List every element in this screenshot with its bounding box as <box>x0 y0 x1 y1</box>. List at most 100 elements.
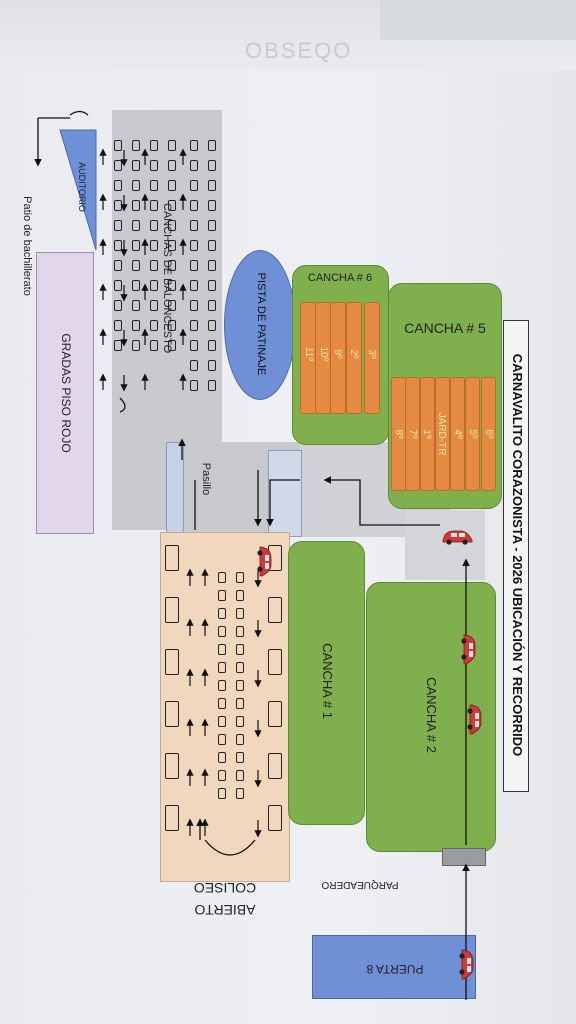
label-canchas-baloncesto: CANCHAS DE BALONCESTO <box>161 203 173 354</box>
seat <box>236 590 244 601</box>
seat <box>132 160 140 171</box>
seat <box>190 240 198 251</box>
seat <box>150 160 158 171</box>
seat <box>236 770 244 781</box>
seat <box>114 220 122 231</box>
parking-slot <box>165 805 179 831</box>
seat <box>236 698 244 709</box>
row-strip <box>465 377 480 491</box>
parking-slot <box>165 545 179 571</box>
car-icon <box>440 528 474 546</box>
seat <box>218 644 226 655</box>
car-icon <box>460 632 478 666</box>
seat <box>190 300 198 311</box>
seat <box>208 360 216 371</box>
seat <box>168 200 176 211</box>
seat <box>168 240 176 251</box>
row-label: 6º <box>483 429 494 439</box>
seat <box>114 300 122 311</box>
seat <box>132 260 140 271</box>
seat <box>114 280 122 291</box>
row-label: 5º <box>467 429 478 439</box>
row-strip <box>435 377 450 491</box>
seat <box>168 160 176 171</box>
car-icon <box>256 544 274 578</box>
label-puerta-8: PUERTA 8 <box>366 962 424 976</box>
seat <box>218 572 226 583</box>
row-label: 4º <box>452 429 463 439</box>
row-strip <box>346 302 362 414</box>
row-label: 7º <box>407 429 418 439</box>
parking-slot <box>268 753 282 779</box>
row-strip <box>391 377 406 491</box>
seat <box>150 320 158 331</box>
seat <box>236 680 244 691</box>
seat <box>236 752 244 763</box>
seat <box>114 180 122 191</box>
row-label: 2º <box>348 349 359 359</box>
seat <box>218 698 226 709</box>
seat <box>218 662 226 673</box>
seat <box>150 300 158 311</box>
seat <box>132 300 140 311</box>
seat <box>150 280 158 291</box>
seat <box>150 180 158 191</box>
row-label: 3º <box>366 349 377 359</box>
seat <box>190 160 198 171</box>
seat <box>150 220 158 231</box>
seat <box>208 160 216 171</box>
seat <box>208 140 216 151</box>
seat <box>114 260 122 271</box>
parking-slot <box>165 701 179 727</box>
seat <box>168 340 176 351</box>
seat <box>208 280 216 291</box>
seat <box>168 260 176 271</box>
seat <box>218 590 226 601</box>
label-cancha-2: CANCHA # 2 <box>424 677 439 753</box>
seat <box>114 240 122 251</box>
seat <box>190 180 198 191</box>
seat <box>236 608 244 619</box>
seat <box>236 572 244 583</box>
puerta-8-box <box>312 935 476 999</box>
seat <box>150 140 158 151</box>
label-patio-bachillerato: Patio de bachillerato <box>21 196 33 296</box>
ghost-block <box>380 0 576 40</box>
seat <box>150 260 158 271</box>
parking-slot <box>165 753 179 779</box>
seat <box>208 220 216 231</box>
parking-slot <box>268 597 282 623</box>
seat <box>150 240 158 251</box>
label-pasillo: Pasillo <box>200 462 212 496</box>
seat <box>168 300 176 311</box>
top-band: OBSEQO <box>0 0 576 70</box>
seat <box>132 240 140 251</box>
row-strip <box>450 377 465 491</box>
seat <box>236 644 244 655</box>
label-cancha-5: CANCHA # 5 <box>404 320 486 336</box>
parking-slot <box>165 649 179 675</box>
ghost-text: OBSEQO <box>245 38 353 63</box>
seat <box>168 140 176 151</box>
seat <box>218 608 226 619</box>
seat <box>190 380 198 391</box>
seat <box>236 734 244 745</box>
seat <box>168 180 176 191</box>
seat <box>168 220 176 231</box>
label-abierto: ABIERTO <box>194 902 256 918</box>
seat <box>218 680 226 691</box>
parking-slot <box>268 701 282 727</box>
seat <box>132 340 140 351</box>
entry-gray-area <box>405 510 485 580</box>
row-label: 11º <box>303 346 314 362</box>
parking-slot <box>165 597 179 623</box>
seat <box>208 180 216 191</box>
row-label: 1º <box>421 429 432 439</box>
seat <box>218 716 226 727</box>
seat <box>150 200 158 211</box>
seat <box>208 320 216 331</box>
seat <box>190 360 198 371</box>
